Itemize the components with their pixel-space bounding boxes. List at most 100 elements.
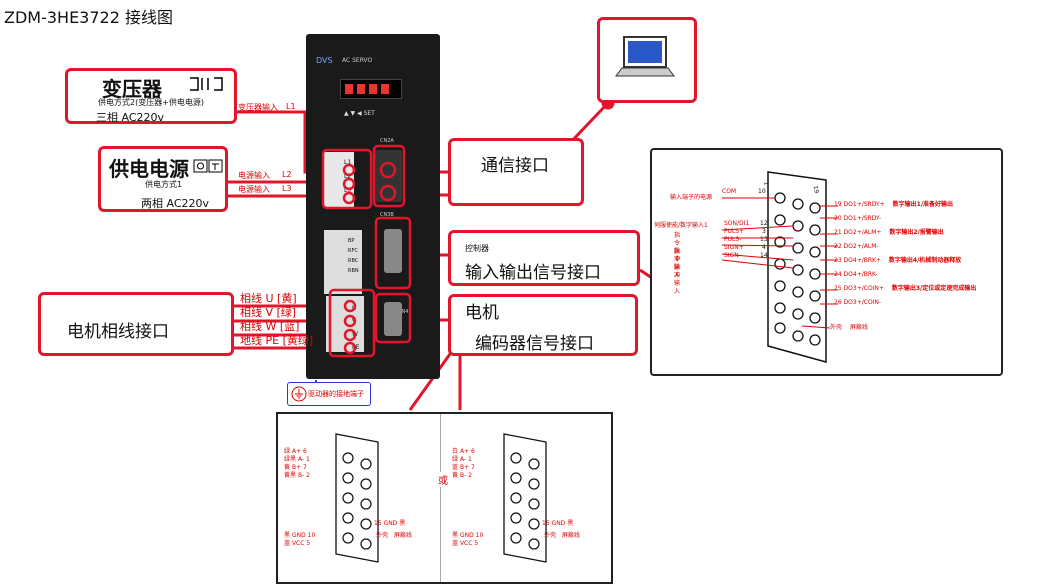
motor-box: 电机 编码器信号接口 <box>448 294 638 356</box>
enc-r-2: 蓝 B+ 7 <box>452 464 475 471</box>
encoder-right-labels: 白 A+ 6 绿 A- 1 蓝 B+ 7 黄 B- 2 黑 GND 10 蓝 V… <box>452 448 483 548</box>
io-left-4-num: 4 <box>762 244 766 251</box>
encoder-connector <box>384 302 402 336</box>
io-left-1-sig: SON/DI1 <box>724 220 750 227</box>
laptop-box <box>597 17 697 103</box>
encoder-label: 编码器信号接口 <box>475 334 594 354</box>
enc-l-5: 蓝 VCC 5 <box>284 540 311 547</box>
io-right-1: 20 DO1+/SRDY- <box>834 215 882 222</box>
enc-right-shell: 外壳屏蔽线 <box>544 532 581 539</box>
pin-bp: BP <box>348 238 355 244</box>
motor-phase-box: 电机相线接口 <box>38 292 234 356</box>
enc-l-2: 黄 B+ 7 <box>284 464 307 471</box>
power-pin-2: L3 <box>282 184 292 193</box>
ground-label: 驱动器的接地端子 <box>308 390 364 398</box>
pin-l3: L3 <box>344 187 352 194</box>
power-pin-1: L2 <box>282 170 292 179</box>
io-right-6: 25 DO3+/COIN+ 数字输出3/定位或定速完成输出 <box>834 285 977 292</box>
io-left-5-num: 14 <box>760 252 768 259</box>
phase-u: 相线 U [黄] <box>240 292 297 305</box>
enc-r-1: 绿 A- 1 <box>452 456 472 463</box>
transformer-pin: L1 <box>286 102 296 111</box>
io-db26-connector <box>721 171 838 363</box>
transformer-input-label: 变压器输入 <box>238 103 278 112</box>
encoder-pin-diagram: 或 绿 A+ 6 绿黑 A- 1 黄 B+ 7 黄黑 B- 2 黑 GND 10… <box>276 412 613 584</box>
enc-l-0: 绿 A+ 6 <box>284 448 307 455</box>
phase-pe: 地线 PE [黄绿] <box>240 334 314 347</box>
drive-cn4: CN4 <box>398 309 409 315</box>
pin-rbn: RBN <box>348 268 359 274</box>
motor-phase-label: 电机相线接口 <box>67 322 169 342</box>
io-left-5-sig: SIGN- <box>724 252 741 259</box>
drive-cn2a: CN2A <box>380 138 394 144</box>
io-right-2: 21 DO2+/ALM+ 数字输出2/报警输出 <box>834 229 944 236</box>
enc-left-shell: 外壳屏蔽线 <box>376 532 413 539</box>
transformer-icon <box>188 76 226 92</box>
enc-l-3: 黄黑 B- 2 <box>284 472 310 479</box>
io-sub: 控制器 <box>465 244 489 253</box>
diagram-divider <box>440 414 441 582</box>
power-mode: 供电方式1 <box>145 180 183 189</box>
transformer-name: 变压器 <box>102 77 162 101</box>
enc-r-4: 黑 GND 10 <box>452 532 484 539</box>
io-left-3-num: 13 <box>760 236 768 243</box>
power-spec: 两相 AC220v <box>141 197 210 210</box>
io-left-1-num: 12 <box>760 220 768 227</box>
phase-v: 相线 V [绿] <box>240 306 297 319</box>
io-right-0: 19 DO1+/SRDY+ 数字输出1/准备好输出 <box>834 201 954 208</box>
transformer-spec: 三相 AC220v <box>96 111 165 124</box>
io-left-4-text: 指令脉冲输入 <box>674 248 681 295</box>
io-left-0-sig: COM <box>722 188 737 195</box>
power-name: 供电电源 <box>109 157 189 181</box>
io-left-0-text: 输入端子的电源 <box>670 194 713 201</box>
io-right-4: 23 DO4+/BRK+ 数字输出4/机械制动器释放 <box>834 257 962 264</box>
brake-terminal: BP RFC RBC RBN <box>324 230 362 294</box>
pin-l2: L2 <box>344 173 352 180</box>
phase-w: 相线 W [蓝] <box>240 320 300 333</box>
or-label: 或 <box>438 472 448 487</box>
power-box: 供电电源 供电方式1 两相 AC220v <box>98 146 228 212</box>
transformer-mode: 供电方式2(变压器+供电电源) <box>98 98 205 107</box>
io-left-0-num: 10 <box>758 188 766 195</box>
io-box: 控制器 输入输出信号接口 <box>448 230 640 286</box>
io-right-labels: 19 DO1+/SRDY+ 数字输出1/准备好输出 20 DO1+/SRDY- … <box>834 198 976 310</box>
enc-l-4: 黑 GND 10 <box>284 532 316 539</box>
ground-box: 驱动器的接地端子 <box>287 382 371 406</box>
transformer-box: 变压器 供电方式2(变压器+供电电源) 三相 AC220v <box>65 68 237 124</box>
io-shell: 外壳屏蔽线 <box>830 324 869 331</box>
pin-rbc: RBC <box>348 258 359 264</box>
ground-icon <box>291 386 307 402</box>
laptop-icon <box>615 36 675 77</box>
drive-cn3b: CN3B <box>380 212 394 218</box>
drive-display <box>340 79 402 99</box>
io-left-1-text: 伺服使能/数字输入1 <box>654 222 708 229</box>
enc-l-1: 绿黑 A- 1 <box>284 456 310 463</box>
encoder-left-labels: 绿 A+ 6 绿黑 A- 1 黄 B+ 7 黄黑 B- 2 黑 GND 10 蓝… <box>284 448 315 548</box>
drive-buttons: ▲ ▼ ◀ SET <box>344 110 375 117</box>
drive-brand: DVS <box>316 56 333 65</box>
power-input-2: 电源输入 <box>238 185 270 194</box>
enc-left-gnd15: 15 GND 黑 <box>374 520 406 527</box>
encoder-db15-connectors <box>335 433 547 563</box>
phase-lines: 相线 U [黄] 相线 V [绿] 相线 W [蓝] 地线 PE [黄绿] <box>240 292 313 348</box>
io-left-2-text: 指令脉冲输入 <box>674 232 681 279</box>
io-left-2-sig: PULS+ <box>724 228 745 235</box>
io-connector <box>384 229 402 273</box>
io-left-4-sig: SIGN+ <box>724 244 744 251</box>
io-right-3: 22 DO2+/ALM- <box>834 243 879 250</box>
servo-drive: DVS AC SERVO ▲ ▼ ◀ SET CN2A CN3B CN4 L1 … <box>306 34 440 379</box>
drive-model: AC SERVO <box>342 57 373 64</box>
comm-box: 通信接口 <box>448 138 584 206</box>
io-right-5: 24 DO4+/BRK- <box>834 271 878 278</box>
pin-rfc: RFC <box>348 248 358 254</box>
enc-right-gnd15: 15 GND 黑 <box>542 520 574 527</box>
comm-label: 通信接口 <box>481 156 549 176</box>
enc-r-5: 蓝 VCC 5 <box>452 540 479 547</box>
power-input-1: 电源输入 <box>238 171 270 180</box>
io-pin-diagram: 1 19 输入端子的电源 COM 10 伺服使能/数字输入1 SON/DI1 1… <box>650 148 1003 376</box>
io-left-2-num: 3 <box>762 228 766 235</box>
io-label: 输入输出信号接口 <box>465 263 601 283</box>
enc-r-3: 黄 B- 2 <box>452 472 472 479</box>
io-pin-19-label: 19 <box>811 185 820 194</box>
